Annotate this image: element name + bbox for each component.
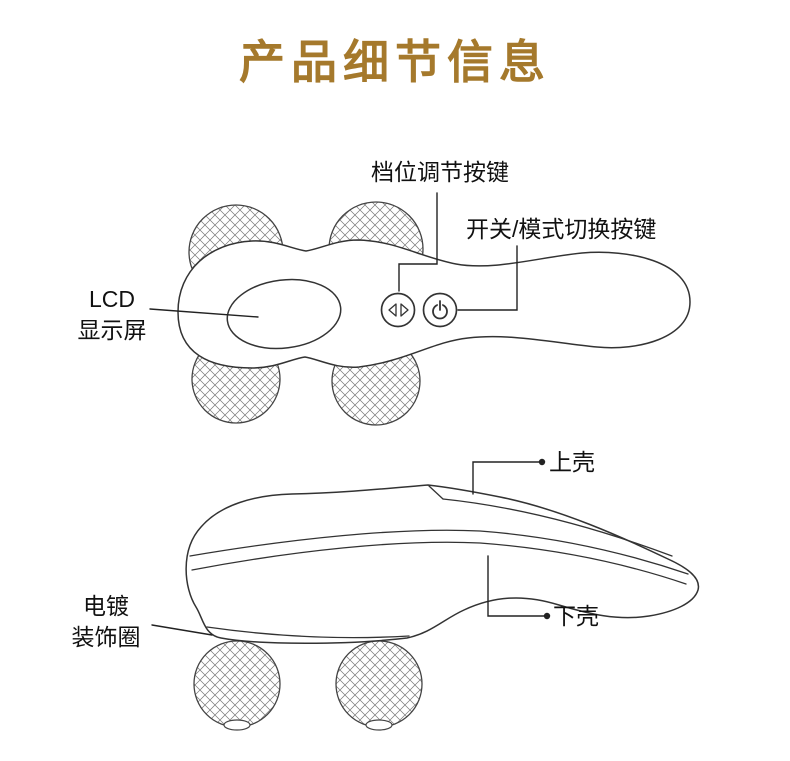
ball-foot — [365, 719, 393, 731]
gear-adjust-button — [380, 292, 416, 328]
shell-seam-line-lower — [191, 541, 687, 585]
power-symbol-icon — [432, 298, 448, 320]
massage-ball-side-left — [193, 640, 281, 731]
label-decorative-ring: 电镀 装饰圈 — [58, 591, 154, 653]
label-lcd-line2: 显示屏 — [77, 317, 147, 344]
callout-line-lcd — [149, 308, 259, 318]
device-body-side-view — [185, 484, 700, 644]
side-view-drawing — [151, 458, 700, 731]
upper-shell-step-line — [428, 485, 444, 500]
power-mode-button — [422, 292, 458, 328]
label-lower-shell: 下壳 — [553, 603, 599, 629]
top-view-drawing — [149, 192, 691, 426]
label-upper-shell: 上壳 — [549, 449, 595, 475]
callout-line-upper-shell — [472, 461, 543, 495]
callout-line-gear-button — [398, 192, 438, 292]
page-title: 产品细节信息 — [239, 37, 551, 88]
callout-line-power-button — [457, 245, 518, 311]
upper-shell-edge-line — [442, 498, 673, 557]
label-gear-adjust-button: 档位调节按键 — [371, 159, 509, 185]
label-lcd-screen: LCD 显示屏 — [62, 284, 162, 346]
label-ring-line2: 装饰圈 — [71, 624, 141, 651]
callout-line-decorative-ring — [151, 624, 213, 636]
left-right-triangle-arrows-icon — [388, 303, 409, 317]
lcd-screen — [226, 278, 342, 350]
decorative-ring-line — [206, 626, 410, 639]
shell-seam-line-upper — [189, 529, 689, 575]
label-power-mode-button: 开关/模式切换按键 — [466, 216, 657, 242]
label-lcd-line1: LCD — [88, 286, 135, 312]
massage-ball-side-right — [335, 640, 423, 731]
label-ring-line1: 电镀 — [83, 593, 129, 619]
ball-foot — [223, 719, 251, 731]
callout-line-lower-shell — [487, 555, 548, 617]
